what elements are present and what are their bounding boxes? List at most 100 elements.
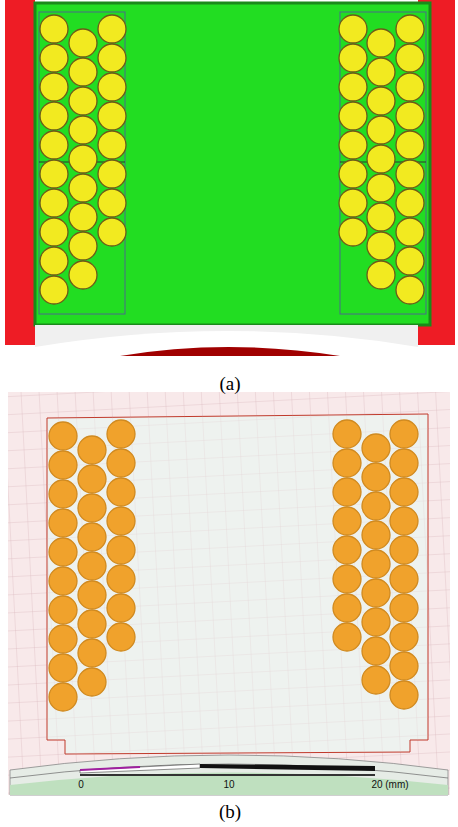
conductor-strand [107,565,135,593]
conductor-strand [362,579,390,607]
conductor-strand [69,58,97,86]
conductor-strand [339,189,367,217]
conductor-strand [362,492,390,520]
conductor-strand [396,247,424,275]
conductor-strand [107,449,135,477]
conductor-strand [69,116,97,144]
conductor-strand [40,44,68,72]
conductor-strand [40,276,68,304]
conductor-strand [367,29,395,57]
conductor-strand [78,523,106,551]
conductor-strand [333,478,361,506]
conductor-strand [362,608,390,636]
conductor-strand [362,521,390,549]
conductor-strand [367,116,395,144]
conductor-strand [69,87,97,115]
conductor-strand [69,232,97,260]
conductor-strand [40,247,68,275]
conductor-strand [78,494,106,522]
scale-tick-label: 20 (mm) [371,779,408,790]
conductor-strand [390,449,418,477]
conductor-strand [367,203,395,231]
conductor-strand [49,683,77,711]
conductor-strand [396,73,424,101]
conductor-strand [78,668,106,696]
conductor-strand [339,102,367,130]
conductor-strand [78,552,106,580]
conductor-strand [333,536,361,564]
conductor-strand [339,15,367,43]
conductor-strand [367,145,395,173]
conductor-strand [390,565,418,593]
conductor-strand [78,581,106,609]
conductor-strand [69,145,97,173]
conductor-strand [396,44,424,72]
conductor-strand [390,652,418,680]
conductor-strand [98,15,126,43]
conductor-strand [40,15,68,43]
conductor-strand [78,639,106,667]
conductor-strand [339,131,367,159]
conductor-strand [333,594,361,622]
conductor-strand [98,218,126,246]
conductor-strand [333,449,361,477]
conductor-strand [40,189,68,217]
conductor-strand [49,538,77,566]
conductor-strand [49,509,77,537]
conductor-strand [49,480,77,508]
conductor-strand [333,623,361,651]
conductor-strand [40,218,68,246]
conductor-strand [396,218,424,246]
conductor-strand [339,160,367,188]
conductor-strand [390,478,418,506]
panel-b [8,392,450,795]
conductor-strand [78,465,106,493]
conductor-strand [40,160,68,188]
conductor-strand [49,654,77,682]
conductor-strand [49,596,77,624]
conductor-strand [367,232,395,260]
conductor-strand [362,434,390,462]
conductor-strand [107,478,135,506]
conductor-strand [98,160,126,188]
conductor-strand [49,625,77,653]
conductor-strand [40,73,68,101]
panel-caption: (a) [219,373,240,395]
conductor-strand [390,681,418,709]
conductor-strand [396,189,424,217]
conductor-strand [362,463,390,491]
conductor-strand [333,565,361,593]
conductor-strand [390,536,418,564]
conductor-strand [333,420,361,448]
conductor-strand [49,451,77,479]
panel-a [5,0,455,356]
conductor-strand [69,29,97,57]
conductor-strand [98,131,126,159]
conductor-strand [69,203,97,231]
conductor-strand [49,567,77,595]
conductor-strand [98,189,126,217]
conductor-strand [69,174,97,202]
conductor-strand [339,73,367,101]
conductor-strand [49,422,77,450]
conductor-strand [107,623,135,651]
conductor-strand [362,666,390,694]
conductor-strand [367,174,395,202]
conductor-strand [367,58,395,86]
conductor-strand [396,160,424,188]
conductor-strand [396,102,424,130]
conductor-strand [40,102,68,130]
conductor-strand [78,610,106,638]
conductor-strand [362,550,390,578]
conductor-strand [396,131,424,159]
conductor-strand [339,44,367,72]
conductor-strand [78,436,106,464]
conductor-strand [98,73,126,101]
conductor-strand [98,102,126,130]
conductor-strand [396,15,424,43]
conductor-strand [390,420,418,448]
conductor-strand [390,623,418,651]
conductor-strand [69,261,97,289]
panel-caption: (b) [219,801,241,823]
